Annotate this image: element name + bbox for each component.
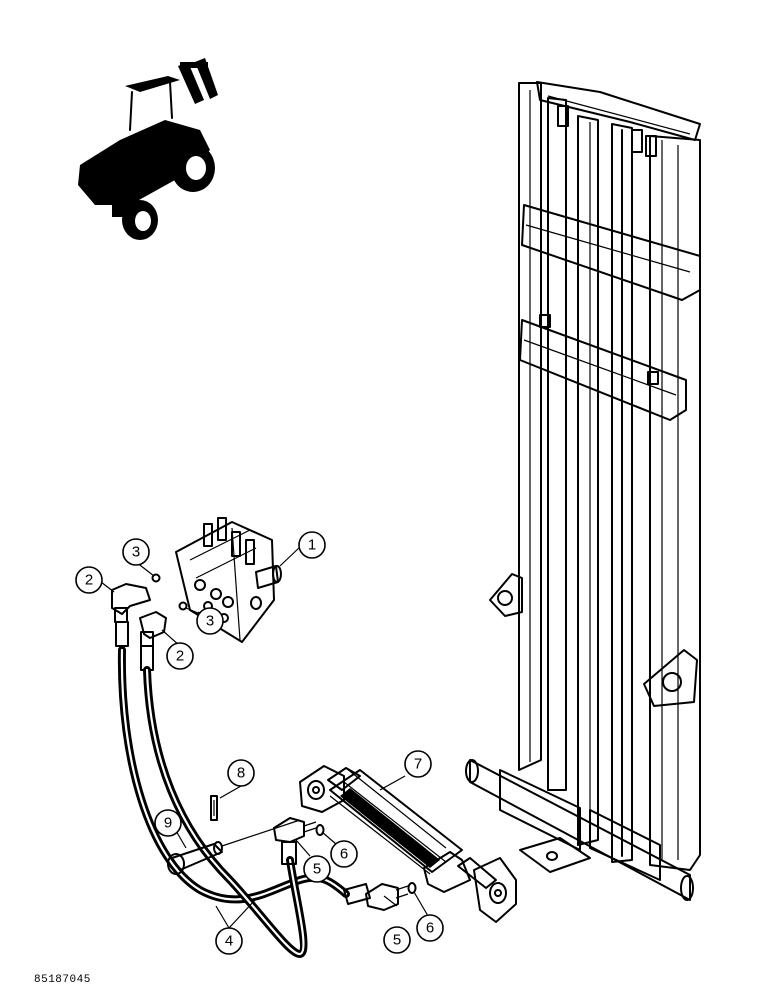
svg-text:5: 5 bbox=[393, 932, 401, 949]
tilt-cylinder bbox=[299, 765, 517, 923]
callout-6-lower: 6 bbox=[416, 914, 444, 942]
svg-text:2: 2 bbox=[176, 648, 184, 665]
svg-text:8: 8 bbox=[237, 765, 245, 782]
callout-2-left: 2 bbox=[75, 566, 103, 594]
o-ring-cylinder-upper bbox=[315, 824, 325, 836]
svg-text:6: 6 bbox=[340, 846, 348, 863]
drawing-number: 85187045 bbox=[34, 974, 91, 986]
forklift-icon bbox=[78, 58, 218, 240]
callout-6-upper: 6 bbox=[330, 840, 358, 868]
callout-3-upper: 3 bbox=[122, 538, 150, 566]
o-ring-cylinder-lower bbox=[407, 882, 417, 894]
callout-7: 7 bbox=[404, 750, 432, 778]
control-valve bbox=[175, 517, 282, 643]
callout-8: 8 bbox=[227, 759, 255, 787]
mast-assembly bbox=[465, 81, 701, 901]
callout-5-upper: 5 bbox=[303, 855, 331, 883]
elbow-fitting-right bbox=[139, 611, 167, 647]
callout-2-right: 2 bbox=[166, 642, 194, 670]
callout-1: 1 bbox=[298, 531, 326, 559]
pivot-pin bbox=[167, 819, 301, 875]
svg-text:9: 9 bbox=[164, 815, 172, 832]
roll-pin bbox=[210, 795, 218, 821]
callout-3-lower: 3 bbox=[196, 607, 224, 635]
callout-9: 9 bbox=[154, 809, 182, 837]
svg-text:2: 2 bbox=[85, 572, 93, 589]
svg-text:3: 3 bbox=[206, 613, 214, 630]
svg-text:3: 3 bbox=[132, 544, 140, 561]
svg-text:4: 4 bbox=[225, 933, 233, 950]
svg-text:5: 5 bbox=[313, 861, 321, 878]
svg-text:7: 7 bbox=[414, 756, 422, 773]
svg-text:1: 1 bbox=[308, 537, 316, 554]
callout-5-lower: 5 bbox=[383, 926, 411, 954]
o-ring-lower bbox=[178, 601, 188, 611]
svg-text:6: 6 bbox=[426, 920, 434, 937]
callout-4: 4 bbox=[215, 927, 243, 955]
o-ring-upper bbox=[151, 573, 161, 583]
cylinder-fitting-upper bbox=[273, 817, 317, 843]
cylinder-fitting-lower bbox=[365, 883, 409, 911]
leader-lines bbox=[100, 545, 429, 929]
